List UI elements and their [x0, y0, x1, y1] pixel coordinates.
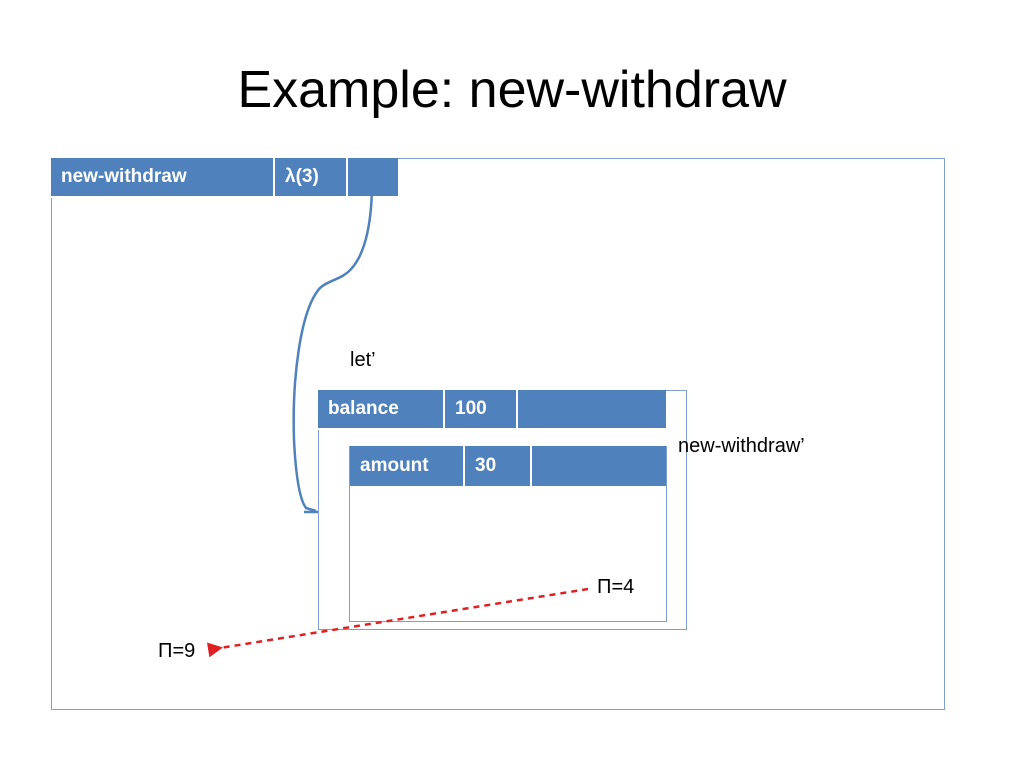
global-frame: [51, 158, 945, 710]
binding-value-amount: 30: [465, 446, 532, 488]
binding-name-balance: balance: [318, 390, 445, 430]
binding-pointer-cell: [348, 158, 398, 198]
let-frame-label: let’: [350, 349, 376, 371]
let-binding-row: balance 100: [318, 390, 666, 430]
slide-title: Example: new-withdraw: [237, 61, 787, 119]
binding-name-new-withdraw: new-withdraw: [51, 158, 275, 198]
inner-frame-label: new-withdraw’: [678, 435, 805, 457]
binding-value-balance: 100: [445, 390, 518, 430]
inner-binding-row: amount 30: [350, 446, 666, 488]
binding-value-lambda: λ(3): [275, 158, 348, 198]
binding-name-amount: amount: [350, 446, 465, 488]
pointer-label-outer: Π=9: [158, 640, 196, 662]
binding-pointer-cell: [518, 390, 666, 430]
binding-pointer-cell: [532, 446, 666, 488]
global-binding-row: new-withdraw λ(3): [51, 158, 398, 198]
pointer-label-inner: Π=4: [597, 576, 635, 598]
